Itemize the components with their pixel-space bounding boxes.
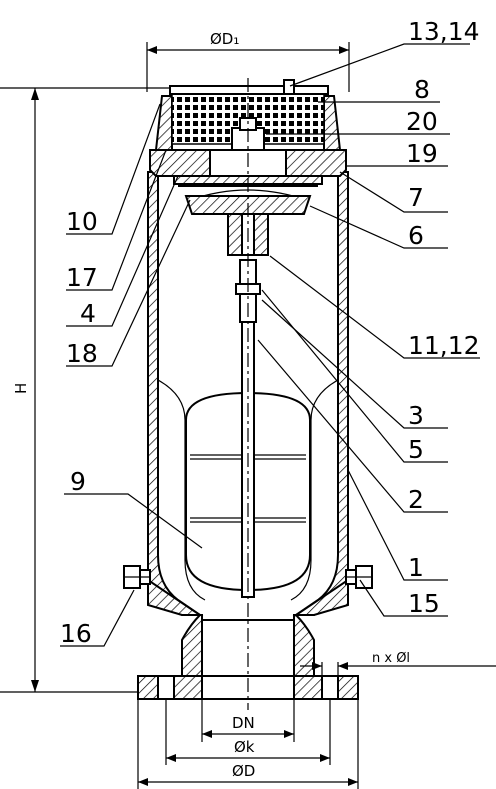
callout-leaders (60, 43, 480, 647)
callout-8: 8 (414, 75, 430, 104)
callout-9: 9 (70, 467, 86, 496)
height-label: H (12, 383, 30, 394)
callout-5: 5 (408, 435, 424, 464)
callout-15: 15 (408, 589, 440, 618)
bolt-circle-label: Øk (234, 738, 255, 756)
dimension-bolt-circle: Øk (165, 700, 331, 765)
dimension-holes: n x Øl (300, 651, 496, 680)
valve-body (147, 171, 349, 616)
dimension-top-diameter: ØD₁ (146, 30, 350, 92)
callout-19: 19 (406, 139, 438, 168)
callout-7: 7 (408, 183, 424, 212)
callout-6: 6 (408, 221, 424, 250)
callout-3: 3 (408, 401, 424, 430)
dimension-height: H (0, 87, 170, 693)
callout-16: 16 (60, 619, 92, 648)
flange-diameter-label: ØD (232, 762, 255, 780)
dimension-nominal: DN (201, 700, 295, 742)
side-bolts (123, 565, 373, 589)
callout-17: 17 (66, 263, 98, 292)
callout-4: 4 (80, 299, 96, 328)
holes-label: n x Øl (372, 651, 410, 666)
callout-11-12: 11,12 (408, 331, 480, 360)
top-diameter-label: ØD₁ (210, 30, 239, 48)
dimension-flange-diameter: ØD (137, 700, 359, 789)
nominal-label: DN (232, 714, 255, 732)
callout-10: 10 (66, 207, 98, 236)
callout-20: 20 (406, 107, 438, 136)
callout-1: 1 (408, 553, 424, 582)
callout-13-14: 13,14 (408, 17, 480, 46)
callout-18: 18 (66, 339, 98, 368)
callout-2: 2 (408, 485, 424, 514)
